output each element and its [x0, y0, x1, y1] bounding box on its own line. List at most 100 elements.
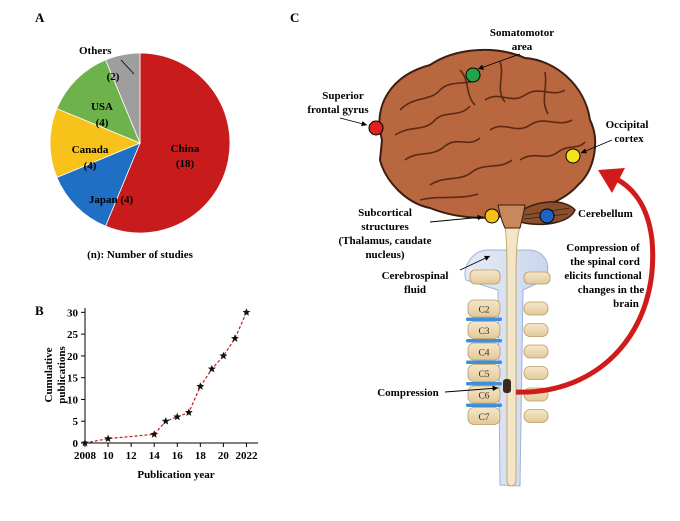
label-subcortical-4: nucleus) [365, 249, 404, 261]
pie-label-others: Others [79, 45, 112, 57]
pie-slice-usa [56, 59, 141, 144]
arrow-somatomotor [477, 53, 521, 70]
label-note-4: changes in the [578, 284, 645, 296]
panel-label-b: B [35, 303, 44, 318]
vertebra-c7 [467, 407, 501, 425]
pie-slice-canada [49, 108, 142, 178]
intervertebral-disc [466, 403, 502, 407]
pie-slice-china [105, 52, 231, 234]
x-tick-label: 2008 [74, 450, 97, 462]
data-point [104, 434, 113, 443]
label-frontal-2: frontal gyrus [307, 104, 369, 116]
x-tick-label: 20 [218, 450, 230, 462]
label-csf-1: Cerebrospinal [382, 270, 449, 282]
vertebra-c5 [467, 364, 501, 382]
vertebra-c4 [467, 342, 501, 361]
label-compression: Compression [377, 387, 439, 399]
data-point [230, 334, 239, 342]
pie-label-japan: Japan (4) [89, 194, 134, 206]
vertebra-c1 [469, 269, 501, 285]
pie-value-others: (2) [107, 71, 120, 83]
label-subcortical-2: structures [361, 221, 409, 233]
feedback-arrowhead [598, 168, 625, 193]
svg-text:publications: publications [56, 346, 68, 404]
series-line [84, 312, 248, 444]
occipital-marker [565, 148, 581, 164]
brain-cortex [378, 49, 597, 219]
panel-label-a: A [35, 10, 45, 25]
pie-slice-japan [56, 142, 141, 227]
pie-leader-others [120, 59, 135, 75]
arrow-occipital [580, 139, 613, 154]
svg-text:Cumulative: Cumulative [43, 347, 55, 402]
pie-label-canada: Canada [72, 144, 109, 156]
label-subcortical-1: Subcortical [358, 207, 412, 219]
spinous-process [523, 344, 549, 359]
intervertebral-disc [466, 360, 502, 364]
somatomotor-marker [465, 67, 481, 83]
intervertebral-disc [466, 317, 502, 321]
label-note-1: Compression of [566, 242, 640, 254]
pie-label-china: China [171, 143, 200, 155]
data-point [196, 382, 205, 390]
data-point [161, 417, 170, 425]
label-subcortical-3: (Thalamus, caudate [339, 235, 432, 247]
cerebellum-marker [539, 208, 555, 224]
brainstem [497, 204, 526, 229]
superior-frontal-marker [368, 120, 384, 136]
spinal-canal [464, 249, 549, 487]
x-axis-label: Publication year [137, 469, 214, 481]
pie-value-canada: (4) [84, 160, 97, 172]
vertebra-label: C5 [478, 370, 489, 380]
pie-label-usa: USA [91, 101, 113, 113]
vertebra-label: C4 [478, 349, 489, 359]
spinous-process [523, 323, 549, 337]
spinous-process [523, 366, 549, 380]
feedback-arrow [515, 173, 656, 395]
data-point [207, 364, 216, 373]
intervertebral-disc [466, 339, 502, 343]
data-point [184, 408, 193, 416]
arrow-compression [444, 385, 499, 393]
spinous-process [523, 271, 551, 285]
data-point [150, 430, 159, 438]
x-tick-label: 14 [149, 450, 161, 462]
intervertebral-disc [466, 382, 502, 386]
spinous-process [523, 409, 549, 423]
x-tick-label: 16 [172, 450, 184, 462]
data-point [173, 412, 182, 421]
label-note-3: elicits functional [564, 270, 641, 282]
label-csf-2: fluid [404, 284, 426, 296]
y-tick-label: 10 [67, 394, 79, 406]
spinal-cord [504, 225, 521, 487]
compression-site [503, 379, 511, 393]
y-tick-label: 20 [67, 351, 79, 363]
x-tick-label: 2022 [235, 450, 258, 462]
data-point [242, 308, 251, 316]
x-tick-label: 10 [103, 450, 115, 462]
spinous-process [523, 301, 549, 316]
label-note-2: the spinal cord [570, 256, 640, 268]
arrow-frontal [339, 117, 368, 127]
vertebra-c6 [467, 385, 501, 404]
label-occipital-2: cortex [614, 133, 644, 145]
vertebra-label: C3 [478, 327, 489, 337]
x-tick-label: 12 [126, 450, 138, 462]
subcortical-marker [484, 208, 500, 224]
vertebra-c3 [467, 321, 501, 339]
y-tick-label: 30 [67, 307, 79, 319]
label-cerebellum: Cerebellum [578, 208, 633, 220]
y-axis-label: Cumulative publications [43, 346, 68, 404]
pie-value-china: (18) [176, 158, 195, 170]
pie-chart [49, 52, 231, 234]
y-tick-label: 5 [73, 416, 79, 428]
data-point [81, 438, 89, 447]
label-note-5: brain [613, 298, 639, 310]
y-tick-label: 0 [73, 438, 79, 450]
vertebra-label: C7 [478, 413, 489, 423]
vertebra-label: C2 [478, 306, 489, 316]
